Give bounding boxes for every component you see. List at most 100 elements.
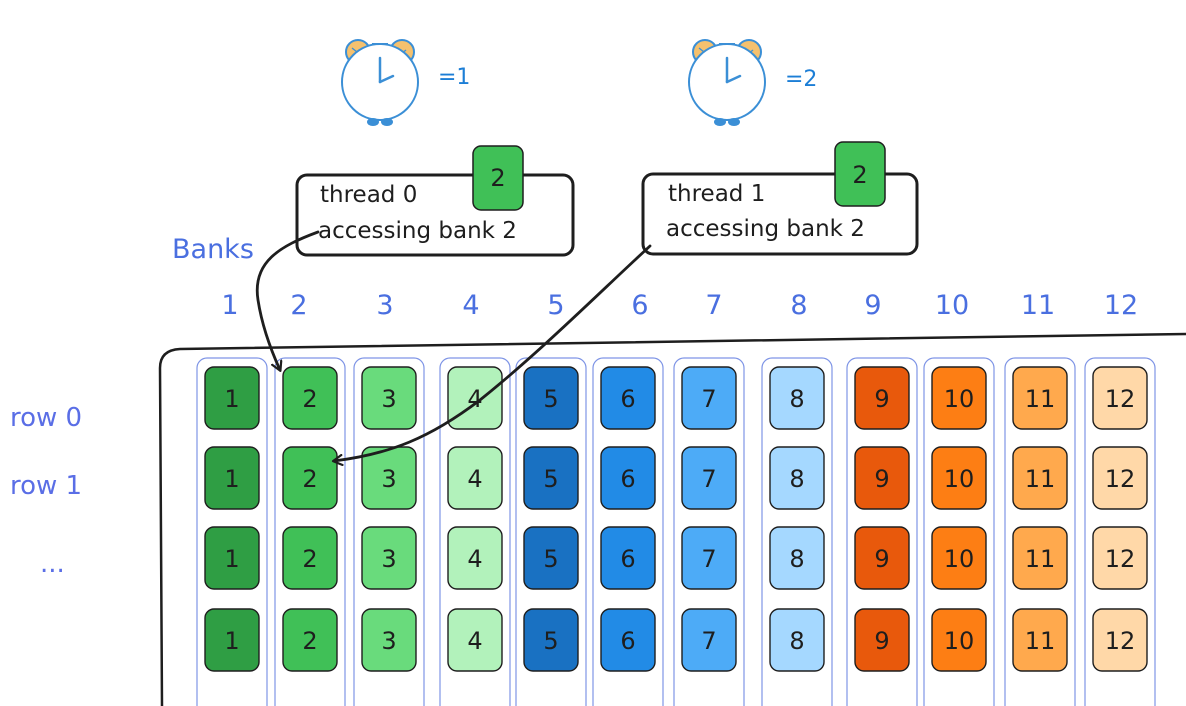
bank-cell — [204, 608, 260, 672]
bank-cell — [523, 446, 579, 510]
bank-cell-number: 6 — [620, 465, 635, 493]
alarm-clock-icon — [341, 39, 419, 126]
bank-cell — [361, 608, 417, 672]
bank-cell — [681, 366, 737, 430]
bank-cell-number: 12 — [1105, 385, 1136, 413]
bank-cell-number: 11 — [1025, 385, 1056, 413]
bank-cell — [1092, 608, 1148, 672]
bank-number: 2 — [290, 290, 307, 321]
bank-cell — [447, 608, 503, 672]
bank-cell — [931, 608, 987, 672]
bank-cell — [854, 446, 910, 510]
bank-cell-number: 10 — [944, 385, 975, 413]
bank-number: 10 — [935, 290, 969, 321]
bank-cell — [282, 526, 338, 590]
row-label: row 1 — [10, 471, 82, 501]
bank-cell — [931, 366, 987, 430]
bank-cell — [681, 526, 737, 590]
bank-cell — [447, 446, 503, 510]
bank-cell — [769, 366, 825, 430]
bank-cell-number: 10 — [944, 627, 975, 655]
bank-badge — [472, 145, 524, 211]
bank-cell — [769, 608, 825, 672]
bank-number: 4 — [462, 290, 479, 321]
thread-action: accessing bank 2 — [666, 216, 865, 242]
bank-lane — [761, 357, 833, 706]
bank-cell — [854, 526, 910, 590]
bank-cell — [681, 446, 737, 510]
bank-lane — [1004, 357, 1076, 706]
banks-label: Banks — [172, 234, 254, 265]
bank-number: 9 — [864, 290, 881, 321]
bank-cell-number: 1 — [224, 385, 239, 413]
thread-box: thread 0 accessing bank 2 2 — [295, 145, 575, 257]
bank-badge-number: 2 — [490, 164, 505, 192]
bank-number: 3 — [376, 290, 393, 321]
row-label: row 0 — [10, 403, 82, 433]
bank-badge — [834, 141, 886, 207]
bank-cell — [204, 446, 260, 510]
bank-number: 5 — [547, 290, 564, 321]
bank-cell — [523, 608, 579, 672]
bank-cell-number: 8 — [789, 545, 804, 573]
bank-cell-number: 9 — [874, 627, 889, 655]
row-label: ... — [40, 549, 65, 579]
bank-cell-number: 6 — [620, 545, 635, 573]
bank-cell-number: 3 — [381, 627, 396, 655]
bank-cell — [931, 446, 987, 510]
bank-cell — [769, 526, 825, 590]
bank-cell — [1012, 526, 1068, 590]
bank-cell-number: 12 — [1105, 545, 1136, 573]
bank-cell-number: 9 — [874, 465, 889, 493]
bank-lane — [196, 357, 268, 706]
bank-cell — [931, 526, 987, 590]
bank-cell — [523, 526, 579, 590]
clock-label: =1 — [438, 65, 470, 90]
bank-number: 1 — [221, 290, 238, 321]
bank-cell — [1012, 608, 1068, 672]
bank-cell-number: 11 — [1025, 545, 1056, 573]
bank-lane — [673, 357, 745, 706]
bank-cell — [523, 366, 579, 430]
bank-cell-number: 5 — [543, 627, 558, 655]
bank-cell-number: 5 — [543, 385, 558, 413]
bank-lane — [439, 357, 511, 706]
bank-number: 6 — [631, 290, 648, 321]
bank-cell-number: 11 — [1025, 627, 1056, 655]
bank-cell — [600, 526, 656, 590]
bank-cell-number: 5 — [543, 545, 558, 573]
bank-cell — [1092, 526, 1148, 590]
bank-lane — [1084, 357, 1156, 706]
bank-cell-number: 8 — [789, 627, 804, 655]
bank-cell-number: 8 — [789, 465, 804, 493]
bank-cell-number: 10 — [944, 545, 975, 573]
bank-cell — [1012, 446, 1068, 510]
bank-lane — [923, 357, 995, 706]
bank-cell-number: 2 — [302, 627, 317, 655]
bank-cell-number: 11 — [1025, 465, 1056, 493]
bank-cell — [681, 608, 737, 672]
bank-number: 7 — [705, 290, 722, 321]
thread-name: thread 0 — [320, 182, 417, 208]
bank-cell-number: 7 — [701, 545, 716, 573]
thread-action: accessing bank 2 — [318, 218, 517, 244]
bank-cell — [1092, 366, 1148, 430]
bank-cell-number: 9 — [874, 385, 889, 413]
bank-cell-number: 1 — [224, 545, 239, 573]
bank-cell-number: 7 — [701, 465, 716, 493]
bank-cell-number: 4 — [467, 545, 482, 573]
bank-cell-number: 1 — [224, 627, 239, 655]
bank-cell-number: 7 — [701, 627, 716, 655]
bank-cell-number: 10 — [944, 465, 975, 493]
bank-cell-number: 1 — [224, 465, 239, 493]
bank-cell — [282, 446, 338, 510]
bank-cell-number: 12 — [1105, 465, 1136, 493]
bank-cell-number: 9 — [874, 545, 889, 573]
bank-cell — [282, 608, 338, 672]
bank-badge-number: 2 — [852, 161, 867, 189]
bank-cell-number: 2 — [302, 385, 317, 413]
bank-number: 11 — [1021, 290, 1055, 321]
